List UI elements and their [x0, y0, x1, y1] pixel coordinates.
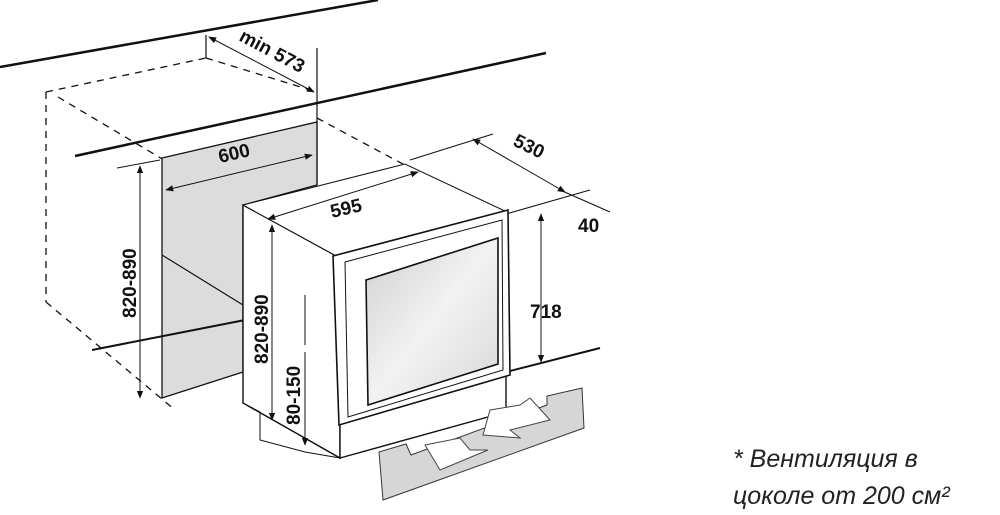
dim-80-150: 80-150	[284, 366, 305, 425]
dim-718: 718	[530, 302, 562, 323]
dim-niche-height: 820-890	[120, 248, 141, 318]
ventilation-note-line2: цоколе от 200 см²	[733, 482, 950, 510]
dim-40: 40	[578, 216, 599, 237]
door-glass	[365, 236, 499, 407]
dim-530: 530	[510, 131, 548, 164]
dimension-lines	[116, 36, 611, 446]
countertop	[0, 0, 547, 158]
plinth-board	[378, 387, 585, 501]
floor-line	[91, 189, 601, 373]
ventilation-note-line1: * Вентиляция в	[733, 445, 918, 473]
dim-installed-height: 820-890	[252, 294, 273, 364]
airflow-in-arrow-icon	[482, 397, 551, 439]
airflow-out-arrow-icon	[424, 437, 489, 471]
